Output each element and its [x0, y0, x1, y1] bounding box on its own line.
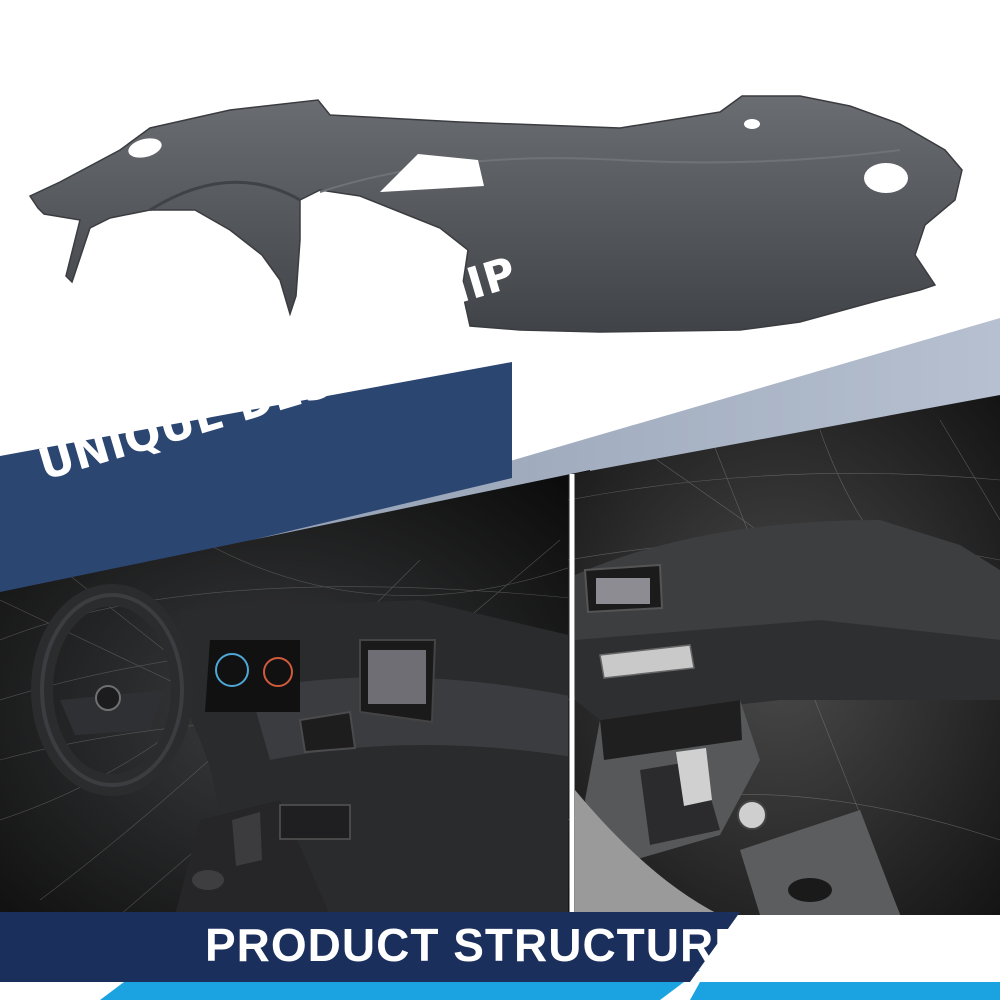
dashboard-cover-product-icon	[28, 95, 963, 333]
steering-wheel-icon	[31, 584, 193, 796]
gear-shifter-icon	[175, 800, 351, 915]
interior-photo-right	[568, 395, 1000, 915]
infotainment-screen-icon	[359, 639, 437, 724]
headline-banner	[0, 362, 512, 600]
footer-label: PRODUCT STRUCTURE	[205, 919, 746, 971]
instrument-cluster-icon	[205, 640, 300, 712]
footer-bar	[0, 912, 740, 982]
